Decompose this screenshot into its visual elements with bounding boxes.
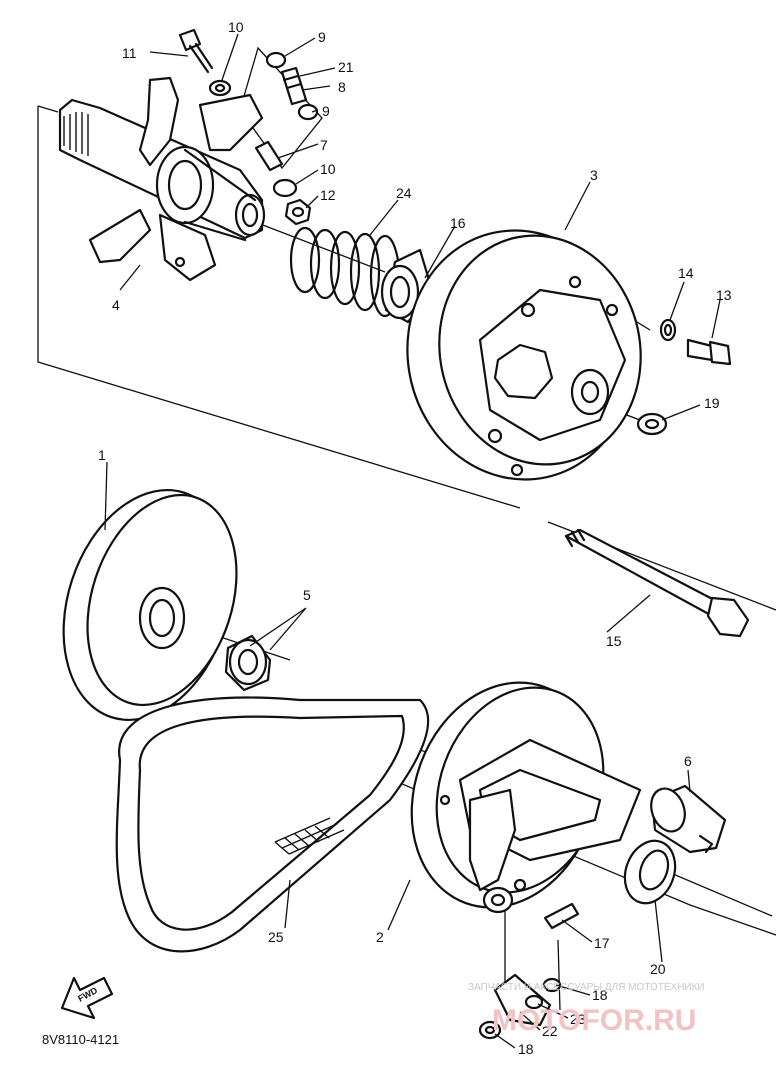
bolt-part-13	[686, 338, 732, 366]
callout-3: 3	[590, 167, 598, 183]
callout-1: 1	[98, 447, 106, 463]
callout-15: 15	[606, 633, 622, 649]
callout-17: 17	[594, 935, 610, 951]
bushing-part-16	[380, 248, 434, 324]
callout-6: 6	[684, 753, 692, 769]
drawing-code: 8V8110-4121	[42, 1032, 119, 1047]
seal-part-20	[623, 839, 677, 905]
pin-part-7	[254, 140, 284, 172]
long-bolt-part-15	[564, 528, 750, 638]
callout-24: 24	[396, 185, 412, 201]
callout-8: 8	[338, 79, 346, 95]
callout-20: 20	[650, 961, 666, 977]
callout-12: 12	[320, 187, 336, 203]
callout-leaders	[104, 33, 721, 1049]
callout-2: 2	[376, 929, 384, 945]
washer-part-10-lower	[272, 178, 298, 198]
washer-part-10-upper	[208, 79, 232, 97]
washer-part-23	[524, 994, 544, 1010]
callout-13: 13	[716, 287, 732, 303]
callout-10-lower: 10	[320, 161, 336, 177]
bushing-part-6	[650, 784, 727, 854]
callout-21: 21	[338, 59, 354, 75]
washer-part-18-upper	[542, 977, 562, 993]
spring-part-24	[289, 226, 401, 318]
bushing-part-5	[224, 634, 272, 692]
nut-part-9-upper	[265, 51, 287, 69]
washer-part-10-upper-hole	[214, 83, 226, 93]
callout-14: 14	[678, 265, 694, 281]
spider-hub-part-4	[58, 76, 266, 282]
pin-part-17	[543, 902, 580, 930]
callout-11: 11	[122, 45, 137, 61]
sheave-cover-part-3	[406, 229, 642, 481]
callout-4: 4	[112, 297, 120, 313]
callout-9-upper: 9	[318, 29, 326, 45]
callout-7: 7	[320, 137, 328, 153]
drive-belt-part-25	[115, 696, 430, 953]
nut-part-9-lower	[297, 103, 319, 121]
washer-part-18-lower-hole	[484, 1025, 496, 1035]
watermark-logo: MOTOFOR.RU	[492, 1004, 696, 1037]
fixed-sheave-part-2	[410, 681, 642, 914]
callout-18-lower: 18	[518, 1041, 534, 1057]
callout-10-upper: 10	[228, 19, 244, 35]
roller-part-22	[493, 973, 552, 1027]
washer-part-14	[659, 318, 677, 342]
pin-part-21	[280, 66, 308, 106]
callout-16: 16	[450, 215, 466, 231]
part-number-callouts: 11 10 9 21 8 9 7 10 12 24 16 3 4 14 13 1…	[98, 19, 732, 1057]
forward-arrow-icon: FWD	[60, 976, 114, 1020]
callout-9-lower: 9	[322, 103, 330, 119]
nut-part-12	[284, 198, 312, 226]
callout-22: 22	[542, 1023, 558, 1039]
callout-18-upper: 18	[592, 987, 608, 1003]
bolt-part-11	[178, 28, 214, 74]
washer-part-19	[636, 412, 668, 436]
callout-25: 25	[268, 929, 284, 945]
callout-5: 5	[303, 587, 311, 603]
callout-19: 19	[704, 395, 720, 411]
watermark-caption: ЗАПЧАСТИ И АКСЕССУАРЫ ДЛЯ МОТОТЕХНИКИ	[468, 982, 705, 993]
sheave-part-1	[62, 488, 238, 722]
callout-23: 23	[570, 1011, 586, 1027]
